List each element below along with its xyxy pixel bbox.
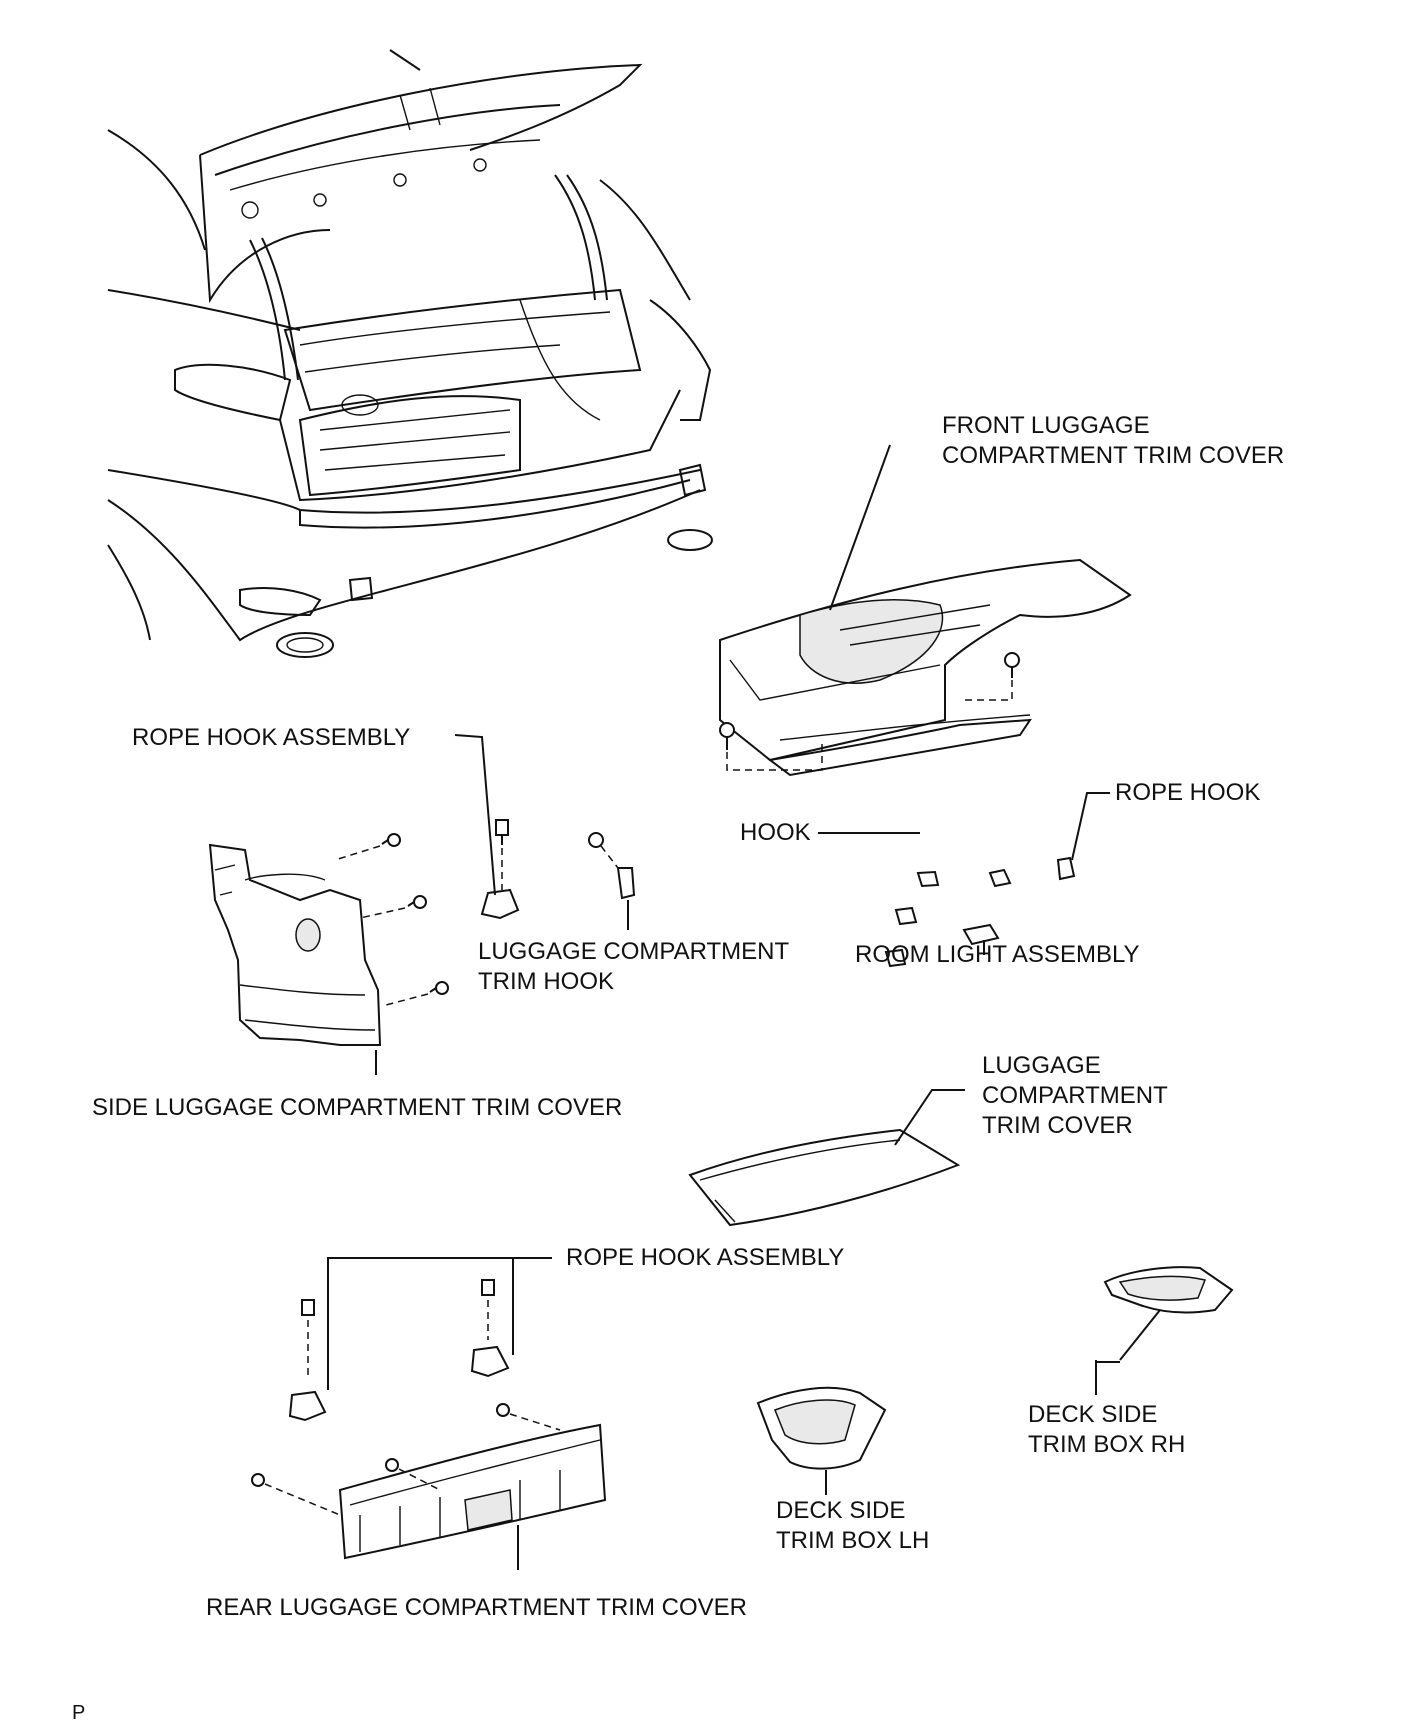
label-rope-hook-assembly-lower: ROPE HOOK ASSEMBLY	[566, 1244, 845, 1271]
label-luggage-compartment-trim-cover: LUGGAGE COMPARTMENT TRIM COVER	[982, 1052, 1168, 1139]
label-rope-hook: ROPE HOOK	[1115, 779, 1261, 806]
label-deck-side-trim-box-rh: DECK SIDE TRIM BOX RH	[1028, 1401, 1186, 1458]
front-trim-cover-part	[719, 558, 1132, 777]
deck-side-trim-box-lh-part	[756, 1386, 887, 1495]
luggage-trim-hook-part	[588, 832, 636, 930]
corner-mark: P	[72, 1702, 86, 1724]
label-rear-luggage-compartment-trim-cover: REAR LUGGAGE COMPARTMENT TRIM COVER	[206, 1594, 747, 1621]
label-front-luggage-compartment-trim-cover: FRONT LUGGAGE COMPARTMENT TRIM COVER	[942, 412, 1285, 469]
hook-parts	[884, 856, 1076, 968]
rope-hook-assembly-lower-parts	[288, 1279, 510, 1422]
luggage-trim-cover-part	[688, 1128, 961, 1227]
label-room-light-assembly: ROOM LIGHT ASSEMBLY	[855, 941, 1140, 968]
leader-lines	[327, 792, 1120, 1390]
label-side-luggage-compartment-trim-cover: SIDE LUGGAGE COMPARTMENT TRIM COVER	[92, 1094, 623, 1121]
side-trim-cover-part	[208, 843, 382, 1075]
front-trim-clips	[719, 652, 1020, 771]
label-rope-hook-assembly-upper: ROPE HOOK ASSEMBLY	[132, 724, 411, 751]
car-rear-illustration	[107, 49, 713, 658]
label-hook: HOOK	[740, 819, 811, 846]
rear-trim-cover-part	[251, 1403, 607, 1570]
label-deck-side-trim-box-lh: DECK SIDE TRIM BOX LH	[776, 1497, 930, 1554]
side-trim-bolts	[334, 833, 449, 1007]
deck-side-trim-box-rh-part	[1095, 1266, 1234, 1395]
label-luggage-compartment-trim-hook: LUGGAGE COMPARTMENT TRIM HOOK	[478, 938, 790, 995]
rope-hook-assembly-upper-part	[454, 734, 520, 920]
